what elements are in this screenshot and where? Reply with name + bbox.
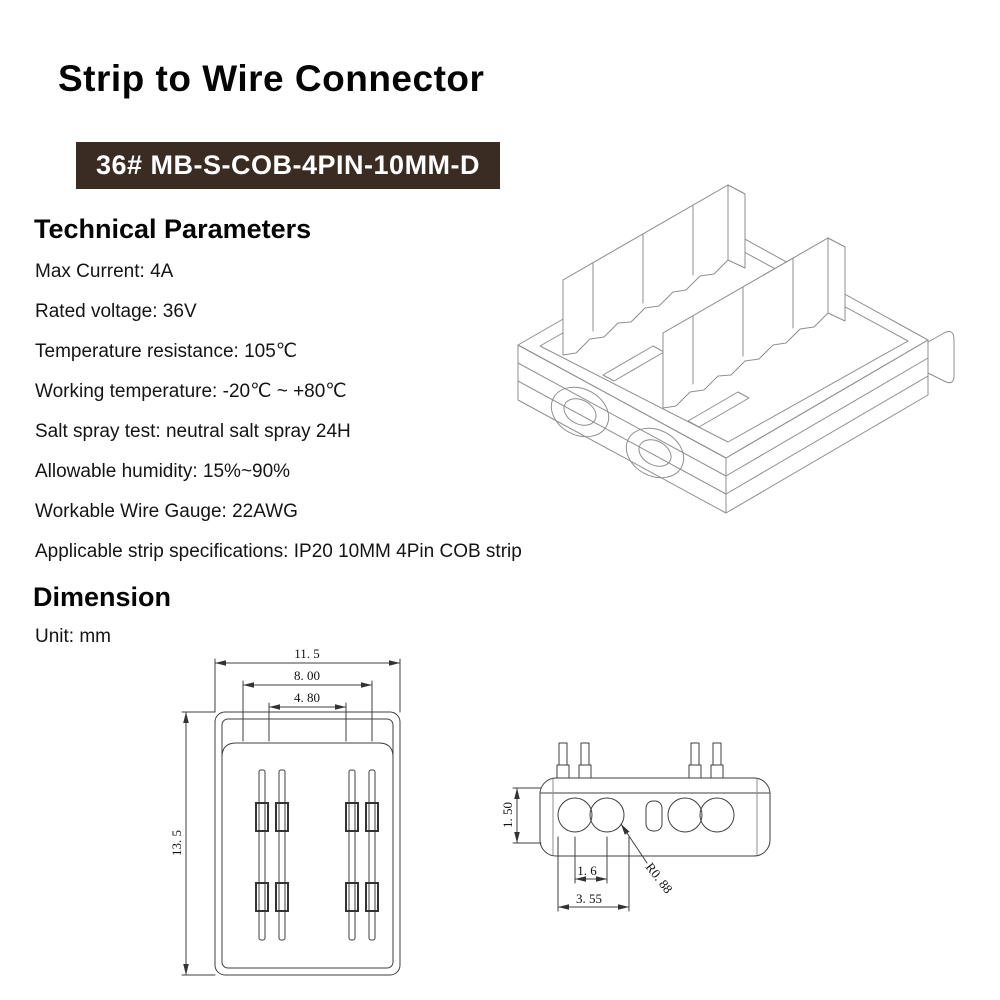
dimension-height: 13. 5	[169, 711, 216, 976]
dim-label-hole-span: 3. 55	[576, 891, 602, 906]
latch-clips	[562, 184, 846, 409]
top-view-drawing: 11. 5 8. 00 4. 80 13. 5	[169, 646, 401, 976]
dimension-inner-width: 4. 80	[268, 690, 347, 742]
dimension-outer-width: 11. 5	[214, 646, 401, 713]
spec-salt-spray-test: Salt spray test: neutral salt spray 24H	[35, 421, 351, 442]
latch-clip-rear	[662, 237, 846, 409]
spec-list: Max Current: 4A Rated voltage: 36V Tempe…	[35, 252, 522, 572]
dim-label-flange-height: 1. 50	[500, 802, 515, 828]
contact-slots	[255, 769, 379, 941]
wire-entry-holes	[550, 386, 685, 479]
dim-label-outer-width: 11. 5	[294, 646, 320, 661]
dim-label-inner-width: 4. 80	[294, 690, 320, 705]
dimension-mid-width: 8. 00	[242, 668, 373, 742]
spec-working-temperature: Working temperature: -20℃ ~ +80℃	[35, 381, 347, 402]
dim-label-mid-width: 8. 00	[294, 668, 320, 683]
spec-rated-voltage: Rated voltage: 36V	[35, 301, 197, 322]
side-view-outline	[539, 777, 771, 857]
model-badge: 36# MB-S-COB-4PIN-10MM-D	[76, 142, 501, 189]
side-latch-tab	[927, 331, 955, 384]
spec-allowable-humidity: Allowable humidity: 15%~90%	[35, 461, 291, 482]
spec-max-current: Max Current: 4A	[35, 261, 174, 282]
top-view-outline	[214, 711, 401, 976]
technical-parameters-heading: Technical Parameters	[34, 214, 312, 244]
wire-hole-profiles	[557, 797, 735, 833]
unit-label: Unit: mm	[35, 626, 111, 647]
dimension-hole-span: 3. 55	[557, 836, 630, 912]
dimension-flange-height: 1. 50	[500, 787, 542, 844]
page-title: Strip to Wire Connector	[58, 58, 485, 99]
spec-temperature-resistance: Temperature resistance: 105℃	[35, 341, 298, 362]
dim-label-height: 13. 5	[169, 830, 184, 856]
latch-clip-front	[562, 184, 746, 356]
dimension-heading: Dimension	[33, 582, 172, 612]
solder-pins	[556, 742, 724, 779]
side-view-drawing: 1. 50 1. 6 3. 55 R0. 88	[500, 742, 771, 912]
spec-wire-gauge: Workable Wire Gauge: 22AWG	[35, 501, 298, 522]
dim-label-radius: R0. 88	[643, 860, 676, 897]
isometric-drawing	[517, 184, 955, 514]
dimension-hole-pitch: 1. 6	[574, 836, 608, 884]
spec-strip-specifications: Applicable strip specifications: IP20 10…	[35, 541, 522, 562]
dim-label-hole-pitch: 1. 6	[577, 863, 597, 878]
